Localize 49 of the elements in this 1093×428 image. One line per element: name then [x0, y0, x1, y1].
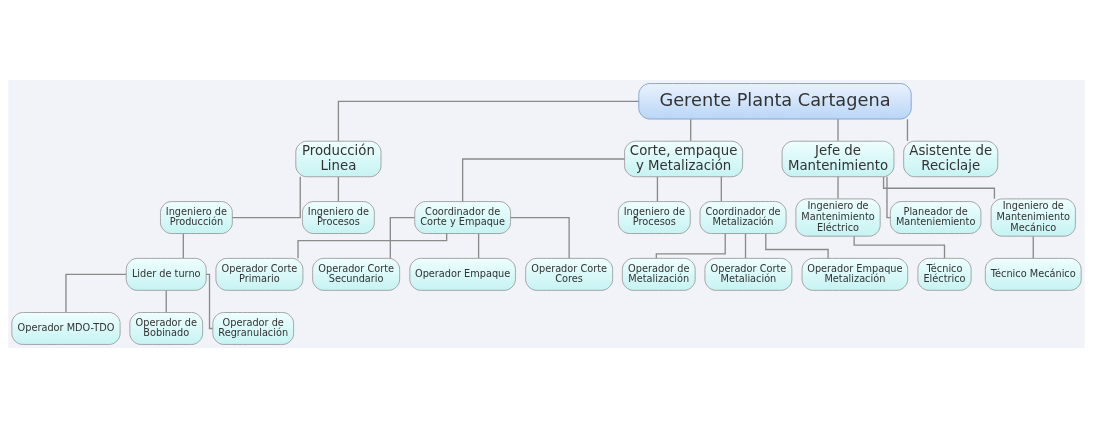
- node-box: Operador Corte Primario: [215, 257, 304, 291]
- connector: [477, 233, 480, 259]
- connector: [337, 100, 640, 142]
- node-box: Técnico Eléctrico: [917, 257, 972, 291]
- connector: [906, 118, 909, 142]
- connector: [720, 176, 722, 203]
- connector: [837, 118, 839, 142]
- node-box: Lider de turno: [125, 257, 207, 291]
- node-box: Producción Linea: [295, 140, 382, 178]
- connector: [65, 273, 127, 313]
- node-box: Gerente Planta Cartagena: [638, 83, 912, 120]
- node-box: Operador Corte Secundario: [312, 257, 401, 291]
- connector: [389, 216, 416, 259]
- connector: [655, 232, 726, 259]
- connector: [886, 176, 891, 219]
- node-box: Planeador de Manteniemiento: [889, 201, 982, 234]
- node-box: Jefe de Mantenimiento: [781, 140, 895, 178]
- connector: [337, 176, 340, 203]
- connector: [165, 289, 167, 313]
- node-box: Asistente de Reciclaje: [903, 140, 999, 178]
- node-box: Ingeniero de Procesos: [617, 201, 691, 234]
- node-box: Operador Corte Metaliación: [704, 257, 793, 291]
- node-box: Ingeniero de Mantenimiento Mecánico: [990, 198, 1076, 237]
- connector: [297, 232, 448, 259]
- connector: [1032, 235, 1034, 260]
- node-box: Operador Empaque Metalización: [801, 257, 909, 291]
- node-box: Operador MDO-TDO: [11, 312, 121, 345]
- connector: [690, 118, 692, 142]
- connector: [509, 216, 570, 259]
- connector: [231, 176, 301, 219]
- node-box: Operador de Bobinado: [129, 312, 204, 345]
- node-box: Coordinador de Metalización: [699, 201, 787, 234]
- node-box: Operador de Regranulación: [212, 312, 295, 345]
- node-box: Operador de Metalización: [621, 257, 696, 291]
- node-box: Coordinador de Corte y Empaque: [414, 201, 511, 234]
- node-box: Corte, empaque y Metalización: [624, 140, 744, 178]
- connector: [837, 176, 839, 200]
- connector: [461, 158, 626, 203]
- connector: [205, 273, 214, 330]
- connector: [656, 176, 659, 203]
- node-box: Ingeniero de Producción: [160, 201, 233, 234]
- node-box: Técnico Mecánico: [984, 257, 1082, 291]
- node-box: Ingeniero de Procesos: [302, 201, 375, 234]
- connector: [744, 233, 747, 259]
- connector: [765, 233, 829, 259]
- node-box: Operador Corte Cores: [525, 257, 614, 291]
- connector: [182, 233, 184, 259]
- node-box: Operador Empaque: [409, 257, 516, 291]
- node-box: Ingeniero de Mantenimiento Eléctrico: [795, 198, 881, 237]
